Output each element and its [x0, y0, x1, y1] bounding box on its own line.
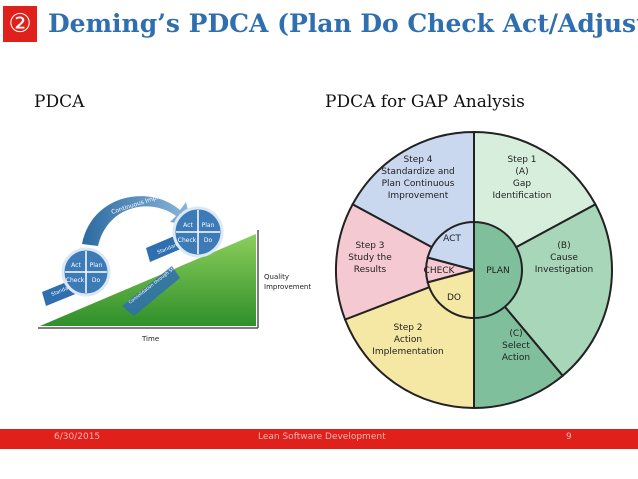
inner-act-label: ACT — [443, 234, 461, 244]
step4-l3: Plan Continuous — [382, 179, 455, 189]
step2-l3: Implementation — [372, 347, 443, 357]
step1-l2: (A) — [515, 167, 528, 177]
step1-l4: Identification — [492, 191, 551, 201]
quality-label: Quality — [264, 273, 289, 281]
step4-l4: Improvement — [388, 191, 449, 201]
gap-analysis-label: PDCA for GAP Analysis — [325, 92, 525, 112]
pdca-ramp-diagram: Standard Standard Consolidation through … — [38, 186, 311, 343]
stepC-l2: Select — [502, 341, 530, 351]
sector-step3 — [335, 203, 477, 321]
wheel-small-plan: Plan — [90, 262, 103, 269]
wheel-large-check: Check — [178, 237, 197, 244]
stepB-l3: Investigation — [535, 265, 593, 275]
stepC-l1: (C) — [509, 329, 522, 339]
stepB-l1: (B) — [557, 241, 570, 251]
step3-l3: Results — [354, 265, 387, 275]
footer-title: Lean Software Development — [258, 432, 386, 442]
wheel-large-plan: Plan — [202, 222, 215, 229]
wheel-small-check: Check — [66, 277, 85, 284]
continuous-improvement-arrow — [82, 196, 192, 246]
stepB-l2: Cause — [550, 253, 578, 263]
inner-check-label: CHECK — [424, 266, 456, 276]
stepC-l3: Action — [502, 353, 530, 363]
pdca-label: PDCA — [34, 92, 85, 112]
inner-do-label: DO — [447, 293, 461, 303]
gap-analysis-wheel: Step 4 Standardize and Plan Continuous I… — [335, 130, 613, 410]
footer-date: 6/30/2015 — [54, 432, 101, 442]
footer-page-number: 9 — [566, 432, 572, 442]
step2-l2: Action — [394, 335, 422, 345]
step4-l2: Standardize and — [381, 167, 455, 177]
consolidation-wedge — [122, 266, 180, 316]
pdca-wheel-large: Act Plan Check Do — [172, 206, 224, 258]
pdca-wheel-small: Act Plan Check Do — [61, 247, 111, 297]
inner-do — [426, 268, 475, 320]
inner-act — [426, 220, 475, 272]
step1-l1: Step 1 — [507, 155, 536, 165]
step2-l1: Step 2 — [393, 323, 422, 333]
inner-plan-label: PLAN — [486, 266, 510, 276]
time-label: Time — [141, 335, 159, 343]
wheel-small-act: Act — [71, 262, 81, 269]
step1-l3: Gap — [513, 179, 531, 189]
slide-title: Deming’s PDCA (Plan Do Check Act/Adjust) — [48, 9, 638, 38]
slide-number-badge: ② — [3, 6, 37, 42]
title-bar: ② Deming’s PDCA (Plan Do Check Act/Adjus… — [0, 0, 638, 52]
inner-plan — [473, 220, 523, 320]
wheel-small-do: Do — [92, 277, 101, 284]
improvement-label: Improvement — [264, 283, 311, 291]
step3-l1: Step 3 — [355, 241, 384, 251]
step3-l2: Study the — [348, 253, 392, 263]
footer-bar: 6/30/2015 Lean Software Development 9 — [0, 429, 638, 449]
wheel-large-do: Do — [204, 237, 213, 244]
sector-stepB — [472, 203, 613, 378]
wheel-large-act: Act — [183, 222, 193, 229]
step4-l1: Step 4 — [403, 155, 432, 165]
